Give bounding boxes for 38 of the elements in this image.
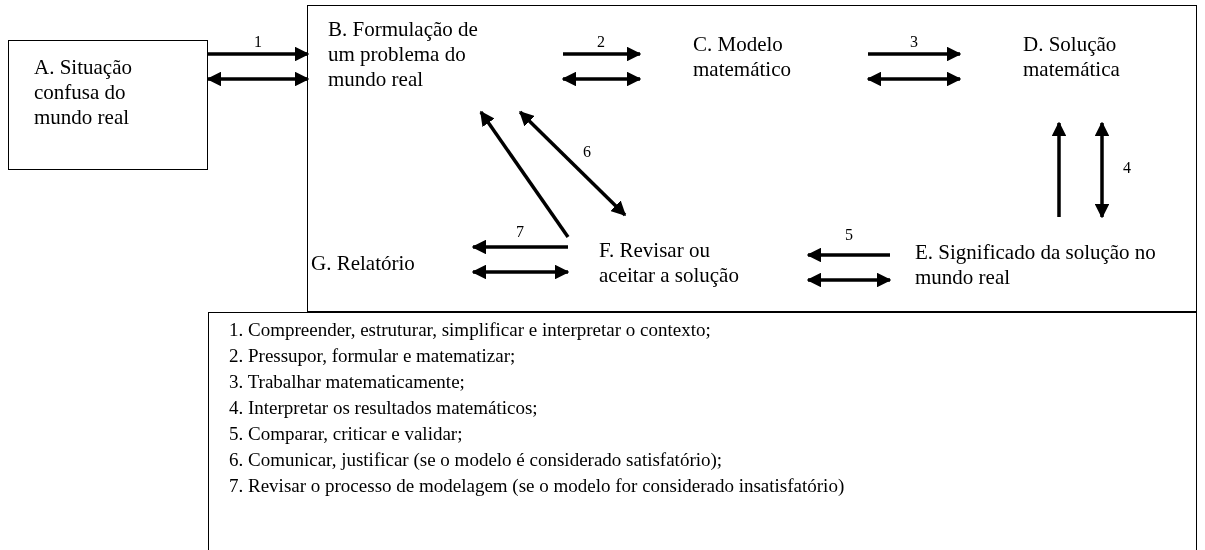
- arrow: [206, 71, 310, 87]
- node-label: D. Solução matemática: [1023, 32, 1121, 82]
- edge-label: 1: [253, 34, 263, 50]
- legend-box: [208, 312, 1197, 550]
- container-box: [307, 5, 1197, 312]
- arrow: [471, 239, 568, 255]
- arrow: [208, 46, 310, 62]
- arrow: [479, 110, 570, 238]
- node-label: F. Revisar ou aceitar a solução: [599, 238, 740, 288]
- list-item: 4. Interpretar os resultados matemáticos;: [229, 396, 539, 420]
- edge-label: 4: [1122, 160, 1132, 176]
- arrow: [806, 247, 890, 263]
- arrow: [866, 71, 962, 87]
- node-label: G. Relatório: [311, 251, 416, 276]
- list-item: 6. Comunicar, justificar (se o modelo é considerado satisfatório);: [229, 448, 724, 472]
- list-item: 7. Revisar o processo de modelagem (se o modelo for considerado insatisfatório): [229, 474, 846, 498]
- arrow: [561, 71, 642, 87]
- edge-label: 2: [596, 34, 606, 50]
- list-item: 2. Pressupor, formular e matematizar;: [229, 344, 517, 368]
- arrow: [1094, 121, 1110, 219]
- list-item: 5. Comparar, criticar e validar;: [229, 422, 464, 446]
- edge-label: 6: [582, 144, 592, 160]
- arrow: [868, 46, 962, 62]
- arrow: [1051, 121, 1067, 217]
- arrow: [471, 264, 570, 280]
- edge-label: 7: [515, 224, 525, 240]
- edge-label: 5: [844, 227, 854, 243]
- node-label: B. Formulação de um problema do mundo real: [328, 17, 479, 92]
- situation-box: [8, 40, 208, 170]
- edge-label: 3: [909, 34, 919, 50]
- list-item: 3. Trabalhar matematicamente;: [229, 370, 466, 394]
- arrow: [563, 46, 642, 62]
- node-label: E. Significado da solução no mundo real: [915, 240, 1157, 290]
- node-label: A. Situação confusa do mundo real: [34, 55, 133, 130]
- list-item: 1. Compreender, estruturar, simplificar e interpretar o contexto;: [229, 318, 712, 342]
- node-label: C. Modelo matemático: [693, 32, 792, 82]
- arrow: [518, 110, 627, 217]
- arrow: [806, 272, 892, 288]
